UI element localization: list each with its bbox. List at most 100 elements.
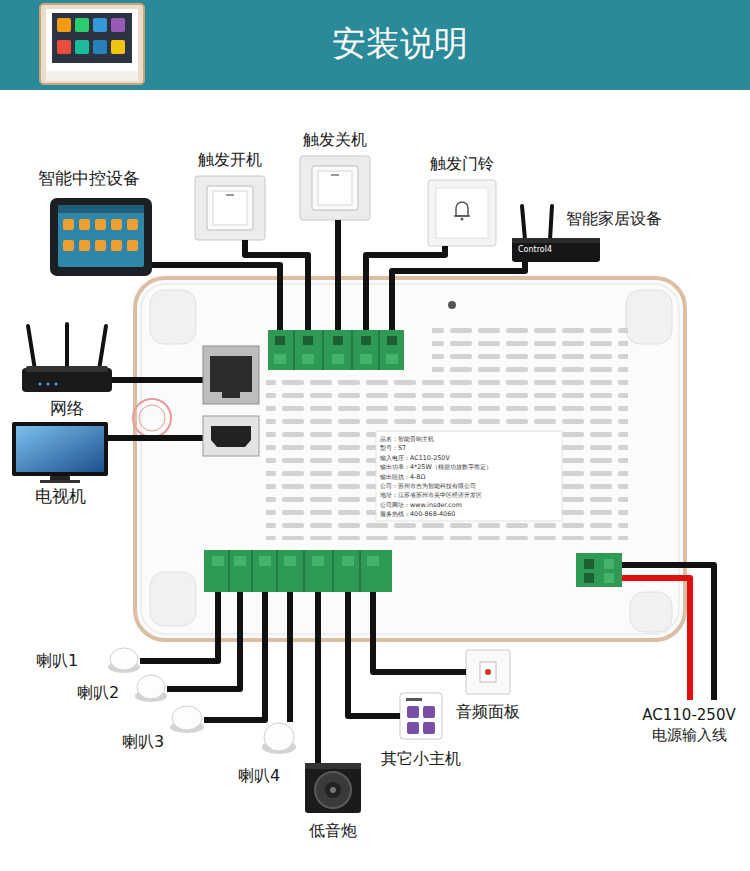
- host-panel: [133, 399, 171, 437]
- host-panel: [448, 301, 456, 309]
- terminal-block: [361, 336, 371, 345]
- spec-text: 输出功率：4*25W（根据功放数字而定）: [380, 463, 492, 471]
- cable-connector: [167, 640, 240, 689]
- tablet-picture: [95, 240, 106, 251]
- terminal-block: [387, 336, 397, 345]
- doorbell-picture: [461, 218, 464, 221]
- subwoofer-picture: [315, 772, 351, 808]
- spec-text: 型号：S7: [380, 444, 406, 452]
- inner-wire: [262, 585, 268, 640]
- router-picture: [99, 326, 106, 370]
- subwoofer-picture: [305, 763, 361, 769]
- subwoofer-picture: [330, 787, 336, 793]
- tablet-picture: [50, 198, 152, 276]
- doorbell-picture: [428, 180, 496, 246]
- switch-picture: [226, 194, 234, 196]
- host-back-panel: 品名：智能音响主机型号：S7输入电压：AC110-250V输出功率：4*25W（…: [135, 278, 685, 640]
- spec-text: 公司：苏州市吉为智能科技有限公司: [380, 482, 476, 490]
- terminal-block: [604, 559, 614, 569]
- router-picture: [28, 326, 35, 370]
- terminal-block: [360, 354, 372, 364]
- product-thumbnail: [46, 71, 138, 81]
- terminal-block: [259, 556, 271, 566]
- terminal-block: [234, 556, 246, 566]
- device-label: 网络: [50, 398, 84, 418]
- doorbell-picture: [454, 215, 470, 217]
- mini-host-picture: [423, 706, 435, 718]
- network-router: 网络: [22, 368, 112, 392]
- smart-hub-picture: [512, 238, 600, 243]
- device-label: 触发门铃: [430, 154, 494, 174]
- host-panel: [630, 592, 672, 632]
- spec-text: 服务热线：400-868-4060: [380, 510, 455, 518]
- switch-picture: [312, 166, 358, 210]
- terminal-block: [274, 354, 286, 364]
- tv-picture: [12, 422, 108, 476]
- product-thumbnail: [93, 40, 107, 54]
- terminal-block: [204, 330, 622, 592]
- audio-panel: 音频面板: [466, 650, 510, 694]
- terminal-block: [212, 556, 224, 566]
- device-label: 喇叭3: [122, 732, 164, 752]
- spec-text: 地址：江苏省苏州市吴中区经济开发区: [380, 491, 482, 499]
- product-thumbnail: [75, 40, 89, 54]
- terminal-block: [275, 336, 285, 345]
- device-brand: Control4: [518, 245, 552, 255]
- product-thumbnail: [57, 40, 71, 54]
- smart-hub-picture: [522, 206, 525, 240]
- cable-connector: [335, 220, 341, 278]
- terminal-block: [576, 553, 622, 587]
- audio-panel-picture: [480, 662, 496, 682]
- inner-wire: [287, 585, 293, 640]
- product-thumbnail: [57, 18, 71, 32]
- device-label: 智能家居设备: [566, 209, 662, 229]
- product-thumbnail: [75, 18, 89, 32]
- terminal-block: [284, 556, 296, 566]
- tablet-picture: [79, 240, 90, 251]
- terminal-block: [294, 330, 379, 370]
- tablet-picture: [58, 205, 144, 267]
- spec-text: 品名：智能音响主机: [380, 435, 434, 443]
- device-label: 喇叭1: [36, 651, 78, 671]
- ethernet-port: [210, 356, 252, 392]
- power-wire: [600, 578, 690, 700]
- terminal-block: [604, 573, 614, 583]
- router-picture: [65, 324, 69, 370]
- tablet-picture: [127, 240, 138, 251]
- host-panel: [141, 284, 679, 634]
- terminal-block: [303, 336, 313, 345]
- inner-wire: [315, 585, 321, 640]
- device-label: 喇叭4: [238, 766, 280, 786]
- product-thumbnail: [40, 4, 144, 84]
- tablet-picture: [63, 219, 74, 230]
- device-label: 音频面板: [456, 702, 520, 722]
- subwoofer-picture: [305, 763, 361, 813]
- mini-host-picture: [406, 698, 422, 701]
- header-band: [0, 0, 750, 90]
- inner-wire: [345, 585, 351, 640]
- smart-hub-picture: [550, 206, 552, 240]
- host-panel: [135, 278, 685, 640]
- subwoofer: 低音炮: [305, 763, 361, 813]
- device-label: 喇叭2: [77, 683, 119, 703]
- tablet-picture: [95, 219, 106, 230]
- spec-text: 输出阻抗：4-8Ω: [380, 473, 425, 481]
- switch-picture: [331, 174, 339, 176]
- inner-wire: [237, 585, 243, 640]
- terminal-block: [312, 556, 324, 566]
- television: 电视机: [12, 422, 108, 476]
- cable-connector: [204, 640, 265, 720]
- subwoofer-picture: [325, 782, 341, 798]
- router-picture: [39, 383, 42, 386]
- ceiling-speaker: 喇叭4: [262, 722, 296, 754]
- router-picture: [55, 383, 58, 386]
- terminal-block: [333, 336, 343, 345]
- terminal-block: [584, 559, 594, 569]
- terminal-block: [204, 550, 392, 592]
- product-thumbnail: [111, 18, 125, 32]
- ethernet-port: [222, 392, 240, 398]
- speaker-picture: [172, 706, 202, 730]
- control-tablet: 智能中控设备: [50, 198, 152, 276]
- terminal-block: [268, 330, 404, 370]
- ethernet-port: [203, 346, 259, 404]
